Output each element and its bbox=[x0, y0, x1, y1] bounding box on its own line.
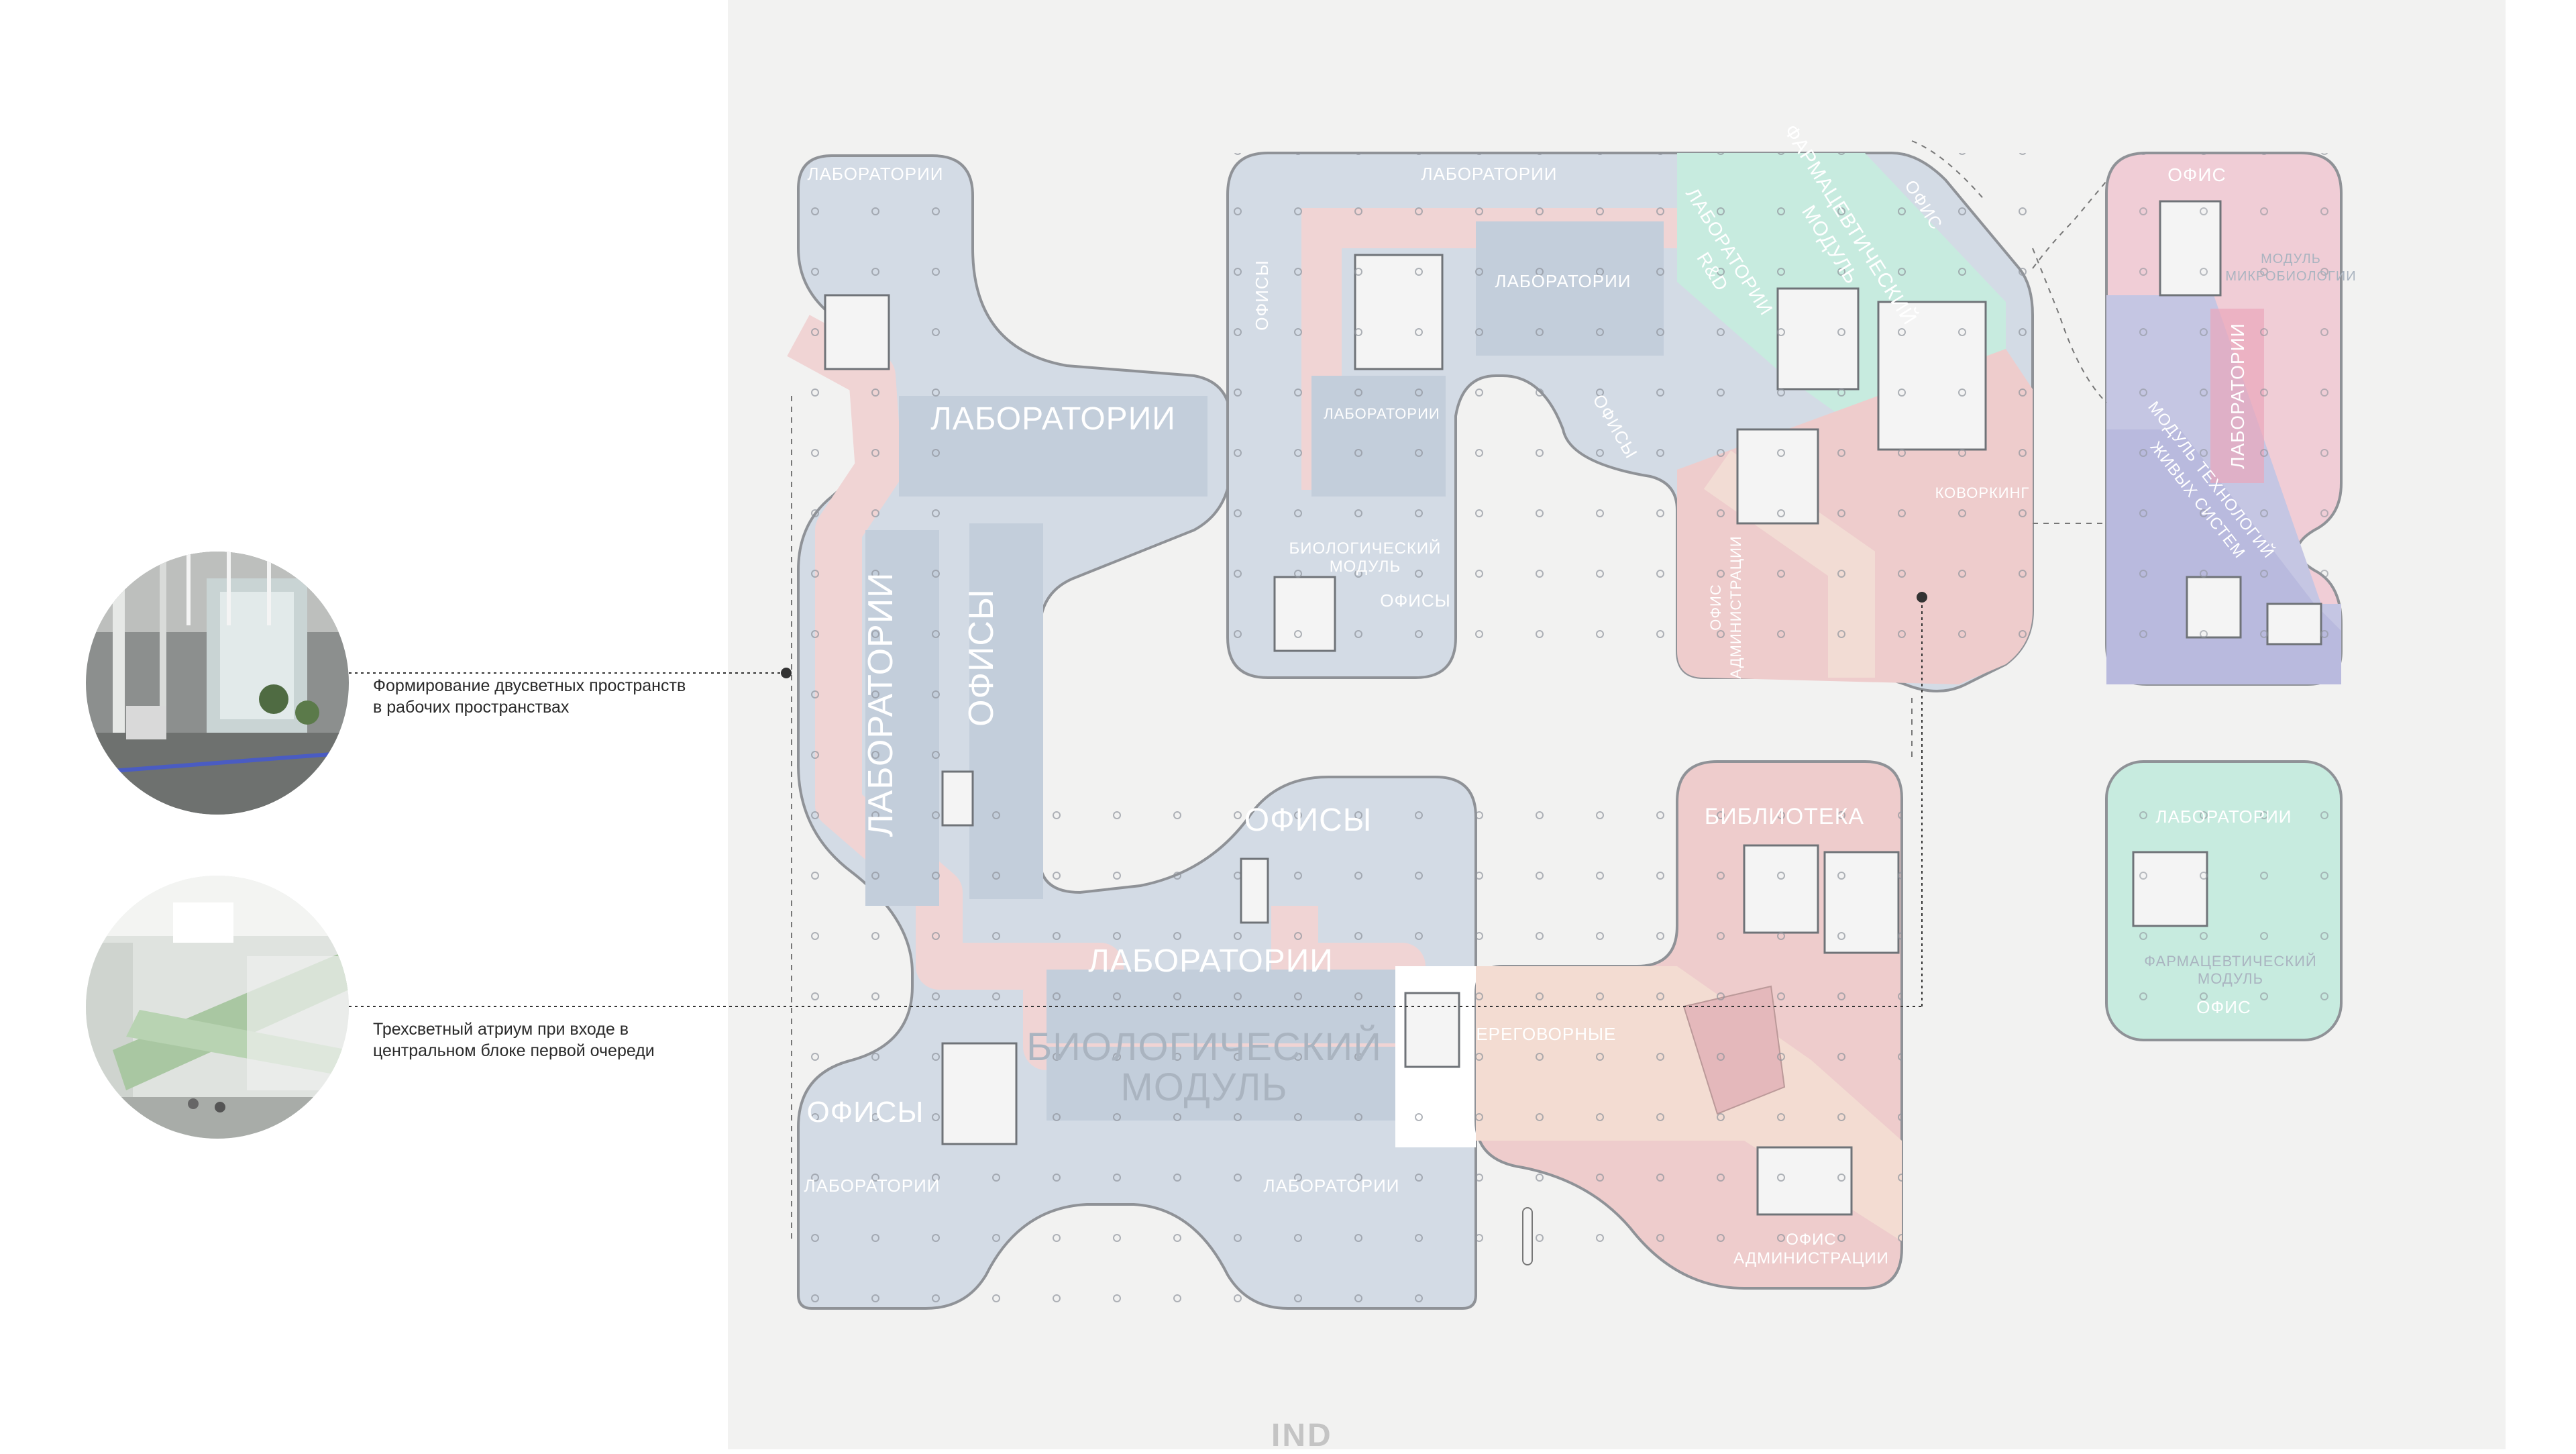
label-labs-vertical: ЛАБОРАТОРИИ bbox=[861, 572, 900, 837]
south-east-building bbox=[1474, 760, 1903, 1290]
label-labs-sw: ЛАБОРАТОРИИ bbox=[804, 1176, 941, 1196]
label-labs-s: ЛАБОРАТОРИИ bbox=[1264, 1176, 1400, 1196]
label-offices-sw: ОФИСЫ bbox=[806, 1096, 924, 1129]
annotation-line: Формирование двусветных пространств bbox=[373, 676, 686, 695]
label-labs-east-vertical: ЛАБОРАТОРИИ bbox=[2227, 323, 2248, 469]
double-height-photo bbox=[86, 552, 349, 815]
annotation-line: центральном блоке первой очереди bbox=[373, 1041, 655, 1060]
west-building bbox=[787, 154, 1477, 1310]
label-bio-module-line2: МОДУЛЬ bbox=[1120, 1066, 1287, 1109]
east-top-pod bbox=[2105, 152, 2343, 686]
east-bottom-pod bbox=[2105, 760, 2343, 1041]
annotation-atrium: Трехсветный атриум при входе в центральн… bbox=[373, 1019, 655, 1061]
label-offices-center: ОФИСЫ bbox=[1244, 802, 1372, 838]
label-microbio-line2: МИКРОБИОЛОГИИ bbox=[2225, 269, 2356, 284]
label-bio-module-line1: БИОЛОГИЧЕСКИЙ bbox=[1026, 1025, 1382, 1069]
label-admin-line1: ОФИС bbox=[1786, 1231, 1837, 1249]
label-pharma-east-line1: ФАРМАЦЕВТИЧЕСКИЙ bbox=[2144, 953, 2316, 970]
label-labs-large: ЛАБОРАТОРИИ bbox=[930, 401, 1175, 437]
label-meeting-rooms: ПЕРЕГОВОРНЫЕ bbox=[1463, 1024, 1617, 1044]
label-labs-north: ЛАБОРАТОРИИ bbox=[1421, 164, 1558, 184]
annotation-line: в рабочих пространствах bbox=[373, 698, 570, 717]
annotation-line: Трехсветный атриум при входе в bbox=[373, 1020, 629, 1039]
label-admin-vertical-line1: ОФИС bbox=[1707, 584, 1724, 631]
site-paths bbox=[791, 140, 2107, 1241]
label-labs-north-small: ЛАБОРАТОРИИ bbox=[1324, 405, 1440, 422]
leader-dot bbox=[1917, 592, 1927, 603]
triple-height-atrium-photo bbox=[86, 876, 349, 1139]
label-bio-small-line2: МОДУЛЬ bbox=[1330, 558, 1401, 576]
label-offices-north-vertical: ОФИСЫ bbox=[1252, 260, 1272, 330]
label-pharma-east-line2: МОДУЛЬ bbox=[2198, 970, 2263, 987]
label-offices-north-s: ОФИСЫ bbox=[1380, 590, 1450, 611]
label-office-east: ОФИС bbox=[2167, 164, 2226, 185]
label-bio-small-line1: БИОЛОГИЧЕСКИЙ bbox=[1289, 539, 1442, 558]
annotation-double-height: Формирование двусветных пространств в ра… bbox=[373, 675, 686, 718]
leader-dot bbox=[781, 668, 792, 678]
label-labs-nw: ЛАБОРАТОРИИ bbox=[808, 164, 944, 184]
north-building bbox=[1226, 152, 2034, 692]
label-library: БИБЛИОТЕКА bbox=[1705, 804, 1864, 829]
brand-logo: IND bbox=[1271, 1418, 1333, 1453]
label-labs-center: ЛАБОРАТОРИИ bbox=[1088, 943, 1333, 979]
label-admin-line2: АДМИНИСТРАЦИИ bbox=[1733, 1249, 1889, 1267]
label-admin-vertical-line2: АДМИНИСТРАЦИИ bbox=[1727, 535, 1744, 679]
label-offices-vertical: ОФИСЫ bbox=[962, 588, 1001, 727]
label-labs-north-inner: ЛАБОРАТОРИИ bbox=[1495, 271, 1631, 291]
label-microbio-line1: МОДУЛЬ bbox=[2261, 252, 2321, 266]
label-office-east-pod: ОФИС bbox=[2196, 997, 2251, 1017]
label-coworking: КОВОРКИНГ bbox=[1935, 484, 2030, 501]
label-labs-east-pod: ЛАБОРАТОРИИ bbox=[2156, 807, 2292, 827]
